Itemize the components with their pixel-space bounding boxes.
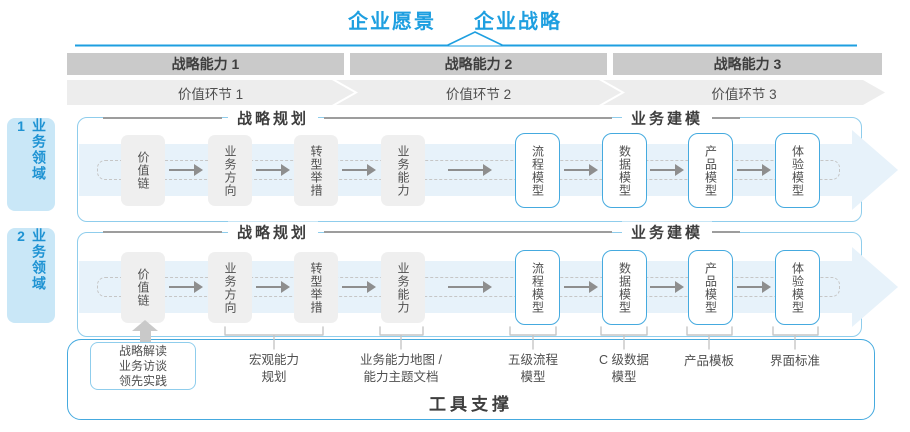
box-experience-model-2: 体验模型 [775, 250, 820, 325]
box-product-model-2-label: 产品模型 [703, 261, 718, 314]
dashed-track-1 [97, 160, 840, 180]
up-arrow-shaft [140, 330, 151, 343]
header-rule [712, 117, 740, 119]
header-rule [103, 231, 222, 233]
value-link-2-label: 价值环节 2 [445, 86, 512, 102]
arrow-right-icon [650, 164, 684, 176]
arrow-right-icon [448, 281, 492, 293]
box-experience-model-2-label: 体验模型 [790, 261, 805, 314]
box-business-capability-2-label: 业务能力 [396, 261, 410, 314]
arrow-right-icon [342, 281, 376, 293]
box-product-model-1-label: 产品模型 [703, 144, 718, 197]
vision-title: 企业愿景 [348, 11, 436, 33]
planning-header-2: 战略规划 [227, 221, 319, 243]
domain-label-1-text: 业务领域 1 [13, 118, 47, 182]
value-link-3: 价值环节 3 [603, 80, 885, 105]
arrow-right-icon [737, 164, 771, 176]
box-process-model-2: 流程模型 [515, 250, 560, 325]
note-process-model: 五级流程 模型 [507, 353, 559, 384]
box-experience-model-1-label: 体验模型 [790, 144, 805, 197]
box-value-chain-2: 价值链 [121, 252, 165, 323]
tool-support-container [67, 339, 875, 420]
box-product-model-2: 产品模型 [688, 250, 733, 325]
capability-bar-1: 战略能力 1 [67, 53, 344, 75]
box-value-chain-1-label: 价值链 [136, 151, 150, 190]
box-value-chain-1: 价值链 [121, 135, 165, 206]
box-data-model-2-label: 数据模型 [617, 261, 632, 314]
box-business-capability-1-label: 业务能力 [396, 144, 410, 197]
box-experience-model-1: 体验模型 [775, 133, 820, 208]
domain-label-2-text: 业务领域 2 [13, 228, 47, 292]
value-link-1-label: 价值环节 1 [177, 86, 244, 102]
practice-line-1: 战略解读 [118, 343, 167, 358]
box-business-direction-2-label: 业务方向 [223, 261, 237, 314]
box-process-model-1-label: 流程模型 [530, 144, 545, 197]
note-macro-capability: 宏观能力 规划 [248, 353, 300, 384]
header-rule [324, 231, 612, 233]
flow-band-arrowhead-2-icon [852, 247, 898, 327]
arrow-right-icon [650, 281, 684, 293]
arrow-right-icon [564, 281, 598, 293]
arrow-right-icon [448, 164, 492, 176]
box-value-chain-2-label: 价值链 [136, 268, 150, 307]
modeling-header-2: 业务建模 [621, 221, 713, 243]
box-transformation-initiatives-1-label: 转型举措 [309, 144, 323, 197]
box-business-capability-2: 业务能力 [381, 252, 425, 323]
capability-bar-2: 战略能力 2 [350, 53, 607, 75]
header-rule [324, 117, 612, 119]
note-product-template: 产品模板 [683, 354, 735, 368]
arrow-right-icon [169, 281, 203, 293]
modeling-header-1: 业务建模 [621, 107, 713, 129]
box-transformation-initiatives-1: 转型举措 [294, 135, 338, 206]
dashed-track-2 [97, 277, 840, 297]
box-business-direction-1-label: 业务方向 [223, 144, 237, 197]
arrow-right-icon [169, 164, 203, 176]
box-transformation-initiatives-2: 转型举措 [294, 252, 338, 323]
capability-bar-2-label: 战略能力 2 [444, 56, 513, 72]
box-data-model-1: 数据模型 [602, 133, 647, 208]
box-product-model-1: 产品模型 [688, 133, 733, 208]
header-rule [103, 117, 222, 119]
note-interface-standard: 界面标准 [769, 354, 821, 368]
arrow-right-icon [256, 281, 290, 293]
note-capability-map: 业务能力地图 / 能力主题文档 [360, 353, 442, 384]
strategy-title: 企业战略 [474, 11, 562, 33]
value-link-1: 价值环节 1 [67, 80, 354, 105]
capability-bar-3-label: 战略能力 3 [713, 56, 782, 72]
box-business-direction-1: 业务方向 [208, 135, 252, 206]
enterprise-titles: 企业愿景 企业战略 [0, 5, 910, 34]
header-rule [712, 231, 740, 233]
box-data-model-2: 数据模型 [602, 250, 647, 325]
flow-band-arrowhead-1-icon [852, 130, 898, 210]
capability-bar-3: 战略能力 3 [613, 53, 882, 75]
arrow-right-icon [564, 164, 598, 176]
tool-support-label: 工具支撑 [429, 395, 513, 414]
box-transformation-initiatives-2-label: 转型举措 [309, 261, 323, 314]
box-data-model-1-label: 数据模型 [617, 144, 632, 197]
arrow-right-icon [342, 164, 376, 176]
box-process-model-2-label: 流程模型 [530, 261, 545, 314]
practice-line-3: 领先实践 [118, 373, 167, 388]
practice-line-2: 业务访谈 [118, 358, 167, 373]
practice-box: 战略解读 业务访谈 领先实践 [90, 342, 196, 390]
arrow-right-icon [737, 281, 771, 293]
domain-label-1: 业务领域 1 [7, 118, 55, 211]
value-link-2: 价值环节 2 [336, 80, 621, 105]
planning-header-1: 战略规划 [227, 107, 319, 129]
value-link-3-label: 价值环节 3 [711, 86, 777, 102]
arrow-right-icon [256, 164, 290, 176]
box-business-capability-1: 业务能力 [381, 135, 425, 206]
capability-bar-1-label: 战略能力 1 [171, 56, 240, 72]
box-business-direction-2: 业务方向 [208, 252, 252, 323]
note-data-model: C 级数据 模型 [598, 353, 650, 384]
box-process-model-1: 流程模型 [515, 133, 560, 208]
up-arrow-icon [132, 320, 158, 331]
domain-label-2: 业务领域 2 [7, 228, 55, 323]
